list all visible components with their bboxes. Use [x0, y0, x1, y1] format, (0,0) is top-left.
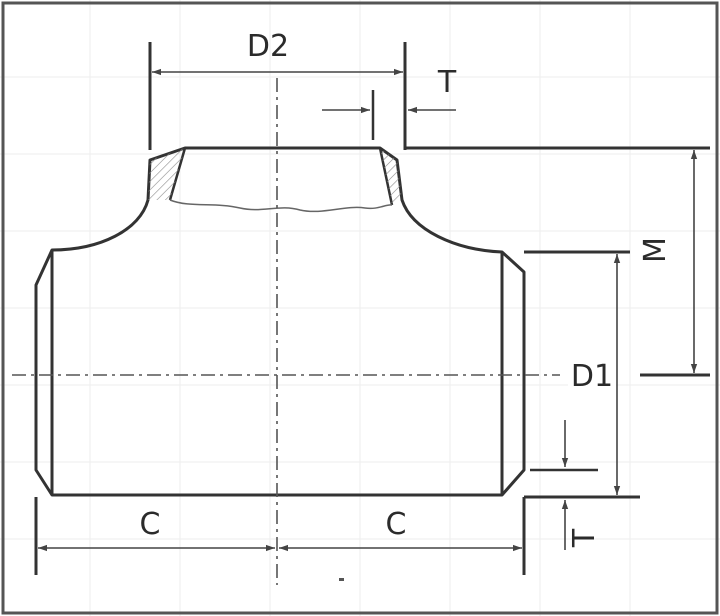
tee-body-outline: [34, 146, 526, 497]
d1-label-background: [568, 357, 616, 391]
t-bottom-label: T: [567, 528, 602, 548]
stray-mark: [339, 578, 344, 581]
d1-label: D1: [571, 359, 613, 394]
m-label: M: [638, 237, 673, 263]
c-right-label: C: [386, 507, 407, 542]
c-left-label: C: [140, 507, 161, 542]
left-weld-hatch: [148, 148, 185, 200]
break-line: [169, 199, 393, 213]
right-weld-hatch: [380, 148, 402, 205]
d2-label: D2: [247, 29, 289, 64]
t-top-label: T: [437, 65, 457, 100]
